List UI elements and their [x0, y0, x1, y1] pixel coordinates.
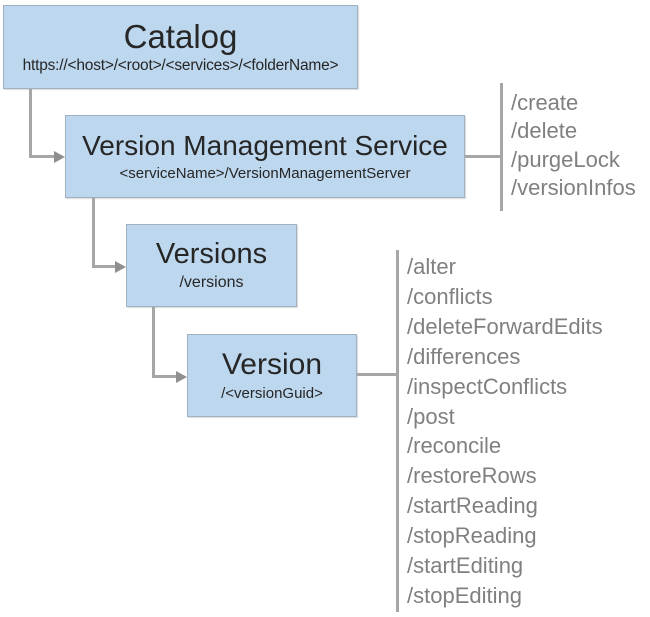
operation-item: /alter	[407, 254, 456, 279]
connector-versions-to-version-vertical	[152, 307, 155, 378]
operation-item: /stopEditing	[407, 582, 522, 608]
version-operations-bracket	[396, 250, 399, 612]
connector-catalog-to-service-vertical	[29, 89, 32, 157]
version-operations-list: /alter /conflicts /deleteForwardEdits /d…	[407, 252, 603, 611]
service-title: Version Management Service	[82, 130, 448, 162]
node-version: Version /<versionGuid>	[187, 334, 357, 417]
operation-item: /delete	[511, 118, 578, 144]
operation-item: /conflicts	[407, 283, 493, 309]
service-url-pattern: <serviceName>/VersionManagementServer	[119, 164, 411, 182]
operation-item: /deleteForwardEdits	[407, 313, 603, 339]
connector-catalog-to-service-horizontal	[29, 155, 56, 158]
node-versions: Versions /versions	[126, 224, 297, 307]
connector-service-to-operations	[465, 155, 502, 158]
operation-item: /post	[407, 403, 455, 429]
operation-item: /stopReading	[407, 523, 537, 549]
arrowhead-to-versions-icon	[115, 261, 126, 273]
connector-versions-to-version-horizontal	[152, 375, 177, 378]
service-operations-bracket	[500, 83, 503, 211]
operation-item: /differences	[407, 343, 521, 369]
arrowhead-to-version-icon	[176, 371, 187, 383]
node-catalog: Catalog https://<host>/<root>/<services>…	[3, 5, 358, 89]
operation-item: /purgeLock	[511, 146, 620, 172]
versions-title: Versions	[155, 238, 268, 271]
connector-version-to-operations	[357, 373, 398, 376]
node-version-management-service: Version Management Service <serviceName>…	[65, 115, 465, 198]
versions-url-pattern: /versions	[179, 273, 244, 291]
version-url-pattern: /<versionGuid>	[221, 384, 323, 402]
operation-item: /reconcile	[407, 433, 502, 459]
operation-item: /inspectConflicts	[407, 373, 568, 399]
operation-item: /versionInfos	[511, 174, 636, 200]
service-operations-list: /create /delete /purgeLock /versionInfos	[511, 89, 636, 202]
catalog-title: Catalog	[123, 17, 238, 55]
arrowhead-to-service-icon	[54, 151, 65, 163]
connector-service-to-versions-horizontal	[92, 265, 116, 268]
version-title: Version	[221, 348, 323, 382]
operation-item: /startEditing	[407, 553, 524, 579]
connector-service-to-versions-vertical	[92, 198, 95, 268]
operation-item: /restoreRows	[407, 463, 537, 489]
catalog-url-pattern: https://<host>/<root>/<services>/<folder…	[22, 57, 339, 75]
operation-item: /create	[511, 90, 579, 115]
operation-item: /startReading	[407, 493, 538, 519]
